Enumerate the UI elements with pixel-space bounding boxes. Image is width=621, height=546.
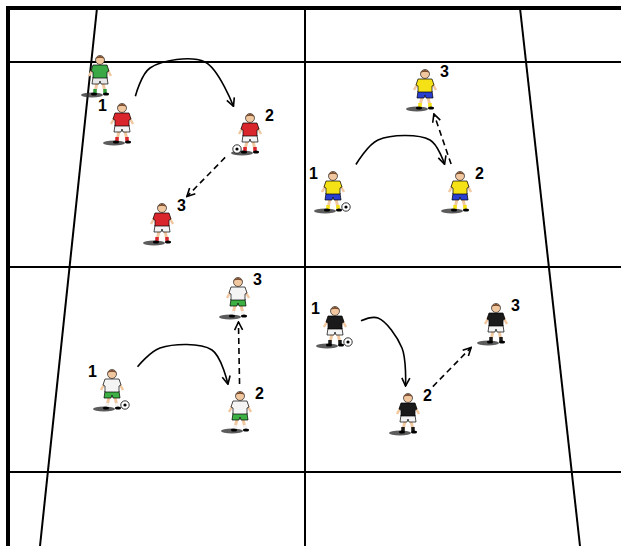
number-holder: 2 — [265, 108, 274, 124]
player-figure — [477, 304, 507, 346]
player: 2 — [226, 108, 274, 156]
player: 3 — [401, 64, 449, 112]
player-number: 2 — [475, 166, 484, 182]
player-number: 2 — [255, 386, 264, 402]
grid-line — [8, 266, 621, 268]
perspective-line — [520, 8, 580, 546]
player-figure — [314, 172, 350, 214]
player: 1 — [309, 166, 357, 214]
number-holder: 3 — [177, 198, 186, 214]
grid-line — [8, 471, 621, 473]
number-holder: 3 — [511, 298, 520, 314]
number-holder: 1 — [88, 364, 97, 380]
player: 2 — [384, 388, 432, 436]
number-holder: 1 — [309, 166, 318, 182]
player-figure — [441, 172, 471, 214]
number-holder: 2 — [423, 388, 432, 404]
player-figure — [406, 70, 436, 112]
player: 1 — [88, 364, 136, 412]
ball — [342, 203, 350, 211]
player: 1 — [311, 301, 359, 349]
player-figure — [103, 104, 133, 146]
player: 1 — [98, 98, 146, 146]
perspective-line — [40, 8, 97, 546]
number-holder: 2 — [255, 386, 264, 402]
run-arrow — [433, 347, 471, 386]
number-holder: 3 — [253, 272, 262, 288]
grid-line — [304, 8, 306, 546]
player: 2 — [216, 386, 264, 434]
run-arrow — [238, 322, 239, 384]
field-border — [6, 6, 10, 546]
run-arrow — [187, 157, 225, 196]
pass-arrow — [356, 135, 445, 164]
player-number: 1 — [88, 364, 97, 380]
defender-figure — [81, 56, 111, 98]
run-arrow — [434, 114, 451, 164]
player-figure — [219, 278, 249, 320]
player-number: 3 — [440, 64, 449, 80]
pass-arrow — [135, 59, 233, 106]
player-number: 3 — [253, 272, 262, 288]
player: 3 — [214, 272, 262, 320]
player-figure — [389, 394, 419, 436]
player-number: 1 — [98, 98, 107, 114]
number-holder: 3 — [440, 64, 449, 80]
ball — [233, 145, 241, 153]
ball — [121, 401, 129, 409]
pass-arrow — [138, 344, 228, 384]
player-number: 2 — [423, 388, 432, 404]
ball — [344, 338, 352, 346]
player-number: 1 — [311, 301, 320, 317]
player: 3 — [472, 298, 520, 346]
player-number: 1 — [309, 166, 318, 182]
player: 3 — [138, 198, 186, 246]
player-figure — [221, 392, 251, 434]
pass-arrow — [361, 317, 406, 386]
player: 2 — [436, 166, 484, 214]
player-number: 3 — [177, 198, 186, 214]
number-holder: 1 — [98, 98, 107, 114]
player-figure — [231, 114, 261, 156]
player-figure — [316, 307, 352, 349]
player-figure — [93, 370, 129, 412]
number-holder: 1 — [311, 301, 320, 317]
player-figure — [143, 204, 173, 246]
number-holder: 2 — [475, 166, 484, 182]
player-number: 2 — [265, 108, 274, 124]
field-border — [6, 6, 621, 10]
player-number: 3 — [511, 298, 520, 314]
